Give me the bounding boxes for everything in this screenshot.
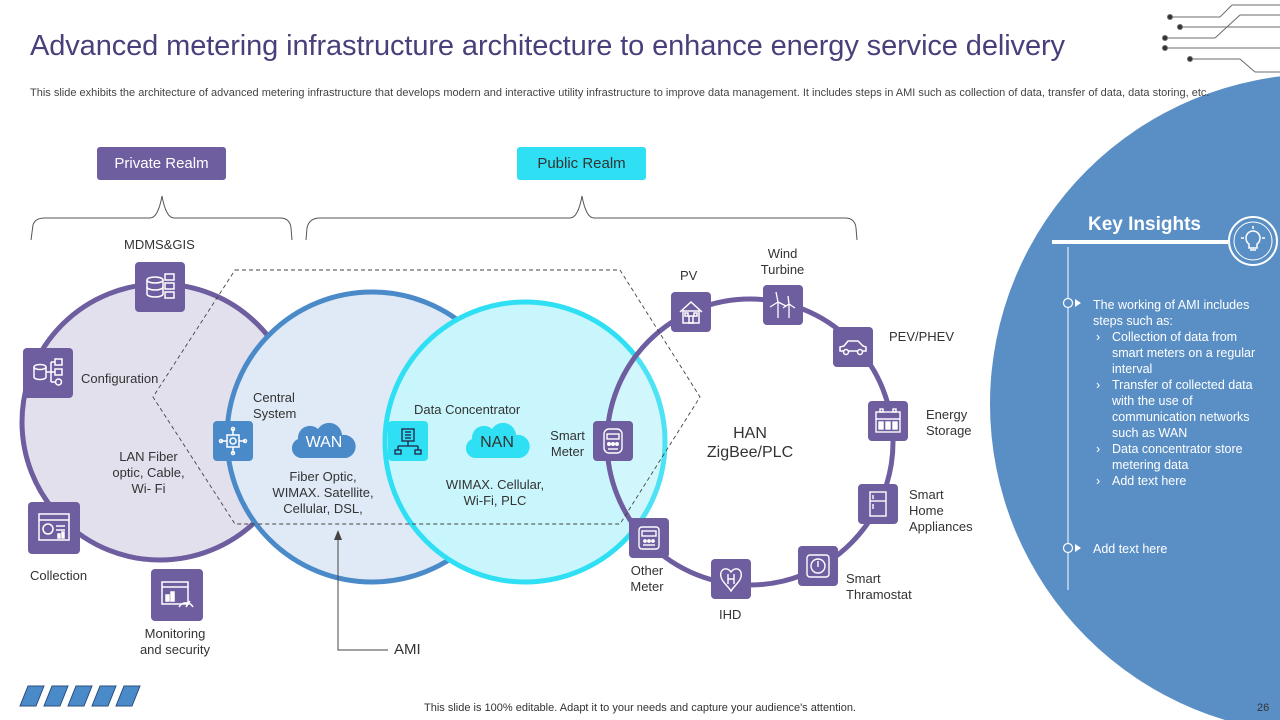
- collection-icon: [28, 502, 80, 554]
- smart-meter-icon: [593, 421, 633, 461]
- public-realm-label: Public Realm: [517, 147, 646, 180]
- configuration-icon: [23, 348, 73, 398]
- central-system-icon: [213, 421, 253, 461]
- lightbulb-icon: [1228, 216, 1278, 266]
- mdms-label: MDMS&GIS: [124, 237, 195, 252]
- insight-point-2: Add text here: [1093, 542, 1168, 556]
- logo-stripes: [19, 685, 141, 707]
- battery-icon: [868, 401, 908, 441]
- configuration-label: Configuration: [81, 371, 159, 386]
- insight-subpoint: › Add text here: [1096, 474, 1187, 488]
- private-realm-label: Private Realm: [97, 147, 226, 180]
- footer-text: This slide is 100% editable. Adapt it to…: [424, 702, 856, 714]
- insights-title: Key Insights: [1088, 214, 1201, 235]
- wan-cloud-icon: [291, 422, 356, 458]
- page-title: Advanced metering infrastructure archite…: [30, 30, 1065, 62]
- nan-description: WIMAX. Cellular,Wi-Fi, PLC: [445, 477, 545, 508]
- private-brace: [30, 195, 293, 241]
- database-icon: [135, 262, 185, 312]
- pev-label: PEV/PHEV: [889, 329, 955, 344]
- wan-label: WAN: [305, 434, 343, 451]
- nan-cloud-icon: [465, 422, 530, 458]
- circuit-decoration: [1162, 4, 1280, 73]
- collection-label: Collection: [30, 568, 88, 583]
- ihd-icon: [711, 559, 751, 599]
- ami-label: AMI: [394, 641, 421, 658]
- car-icon: [833, 327, 873, 367]
- wind-turbine-icon: [763, 285, 803, 325]
- fridge-icon: [858, 484, 898, 524]
- public-brace: [305, 195, 858, 241]
- thermostat-icon: [798, 546, 838, 586]
- house-icon: [671, 292, 711, 332]
- page-subtitle: This slide exhibits the architecture of …: [30, 87, 1210, 99]
- wan-description: Fiber Optic,WIMAX. Satellite,Cellular, D…: [272, 469, 374, 516]
- insights-panel: [990, 76, 1280, 720]
- nan-label: NAN: [480, 434, 514, 451]
- ami-boundary: [152, 269, 701, 525]
- ihd-label: IHD: [719, 607, 742, 622]
- pv-label: PV: [680, 268, 698, 283]
- ami-pointer: [337, 532, 388, 651]
- page-number: 26: [1257, 702, 1270, 714]
- data-concentrator-icon: [388, 421, 428, 461]
- monitoring-icon: [151, 569, 203, 621]
- data-concentrator-label: Data Concentrator: [414, 402, 521, 417]
- other-meter-icon: [629, 518, 669, 558]
